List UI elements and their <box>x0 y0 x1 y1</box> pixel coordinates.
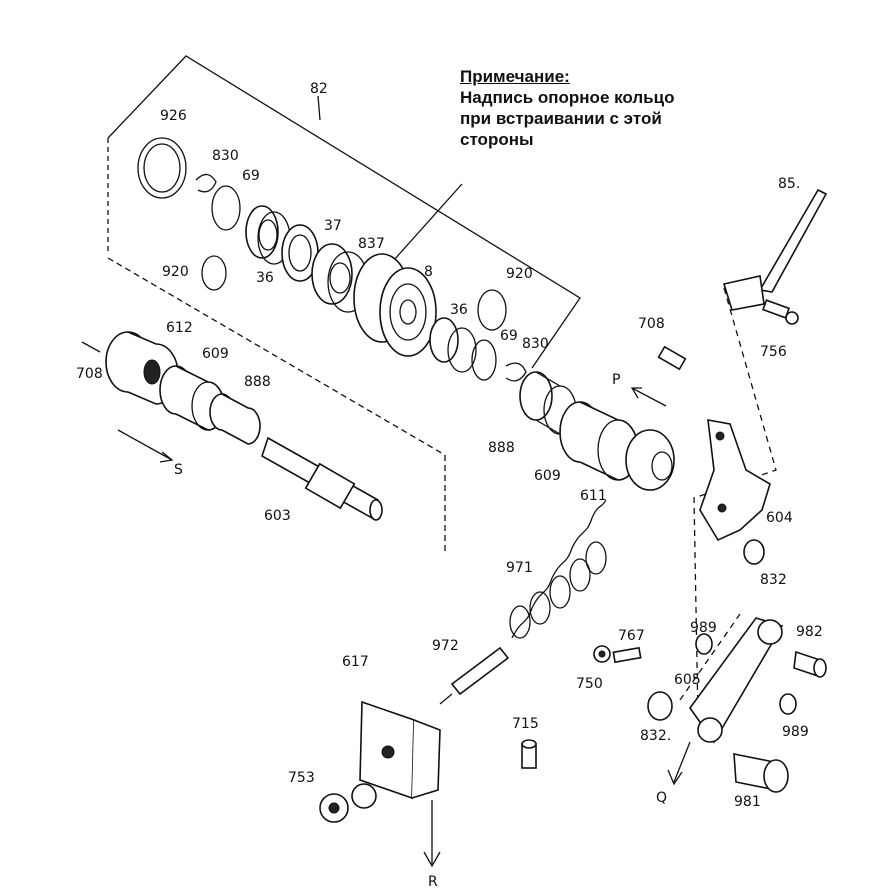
label-972: 972 <box>432 638 459 654</box>
link-plate-605 <box>679 613 784 744</box>
washer-989-bottom <box>779 693 797 715</box>
nut-753 <box>319 783 377 823</box>
label-617: 617 <box>342 654 369 670</box>
label-s: S <box>174 462 183 478</box>
note-title: Примечание: <box>460 67 570 86</box>
arrow-s <box>117 429 174 463</box>
label-708-left: 708 <box>76 366 103 382</box>
snap-ring-920-left <box>201 255 227 291</box>
sleeve-609-right <box>559 401 639 481</box>
bushing-832-top <box>743 539 765 565</box>
bracket-82 <box>107 55 581 555</box>
ring-69-right <box>471 339 497 381</box>
label-69-left: 69 <box>242 168 260 184</box>
label-888-left: 888 <box>244 374 271 390</box>
label-37: 37 <box>324 218 342 234</box>
label-971: 971 <box>506 560 533 576</box>
note-line-2: при встраивании с этой <box>460 109 662 128</box>
clip-830-left <box>195 173 217 193</box>
washer-989-top <box>695 633 713 655</box>
screw-708-right <box>657 345 687 371</box>
note-line-1: Надпись опорное кольцо <box>460 88 675 107</box>
label-926: 926 <box>160 108 187 124</box>
note-box: Примечание: Надпись опорное кольцо при в… <box>460 66 760 150</box>
label-888-right: 888 <box>488 440 515 456</box>
label-981: 981 <box>734 794 761 810</box>
label-p: P <box>612 372 620 388</box>
label-36-left: 36 <box>256 270 274 286</box>
label-85: 85. <box>778 176 800 192</box>
label-609-left: 609 <box>202 346 229 362</box>
screw-715 <box>521 739 537 769</box>
note-line-3: стороны <box>460 130 534 149</box>
screw-708-left <box>81 341 101 353</box>
label-920-right: 920 <box>506 266 533 282</box>
label-603: 603 <box>264 508 291 524</box>
screw-756 <box>761 299 799 325</box>
label-750: 750 <box>576 676 603 692</box>
rod-972 <box>439 646 510 705</box>
nut-750 <box>593 645 611 663</box>
lever-85 <box>722 188 828 311</box>
bracket-617 <box>359 700 441 800</box>
label-982: 982 <box>796 624 823 640</box>
arrow-q <box>667 741 691 786</box>
label-609-right: 609 <box>534 468 561 484</box>
label-832-top: 832 <box>760 572 787 588</box>
cam-wheel-8 <box>353 253 437 357</box>
flange-611 <box>625 429 675 491</box>
pin-982 <box>793 650 827 678</box>
lever-604 <box>699 419 771 542</box>
label-r: R <box>428 874 438 888</box>
label-989-top: 989 <box>690 620 717 636</box>
label-605: 605 <box>674 672 701 688</box>
arrow-p <box>630 387 667 407</box>
label-920-left: 920 <box>162 264 189 280</box>
screw-767 <box>612 646 642 664</box>
bearing-36-right <box>429 317 477 373</box>
label-82: 82 <box>310 81 328 97</box>
label-832-bottom: 832. <box>640 728 671 744</box>
label-604: 604 <box>766 510 793 526</box>
label-767: 767 <box>618 628 645 644</box>
snap-ring-920-right <box>477 289 507 331</box>
label-830-left: 830 <box>212 148 239 164</box>
label-708-right: 708 <box>638 316 665 332</box>
bushing-832-bottom <box>647 691 673 721</box>
label-612: 612 <box>166 320 193 336</box>
label-611: 611 <box>580 488 607 504</box>
ring-69-left <box>211 185 241 231</box>
pin-981 <box>733 753 789 793</box>
clip-830-right <box>505 362 527 382</box>
label-36-right: 36 <box>450 302 468 318</box>
label-8: 8 <box>424 264 433 280</box>
label-69-right: 69 <box>500 328 518 344</box>
label-q: Q <box>656 790 667 806</box>
label-989-bottom: 989 <box>782 724 809 740</box>
label-753: 753 <box>288 770 315 786</box>
arrow-r <box>423 800 441 868</box>
spring-971 <box>509 499 607 639</box>
spacer-888-left <box>209 393 261 445</box>
label-715: 715 <box>512 716 539 732</box>
shaft-603 <box>261 436 383 521</box>
label-756: 756 <box>760 344 787 360</box>
label-830-right: 830 <box>522 336 549 352</box>
bearing-837 <box>311 243 369 313</box>
snap-ring-926 <box>137 137 187 199</box>
label-837: 837 <box>358 236 385 252</box>
